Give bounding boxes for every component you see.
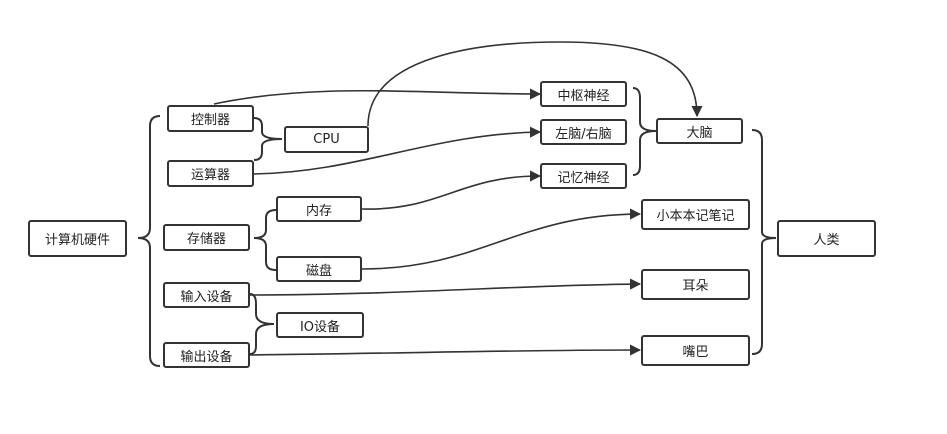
brace-cpu bbox=[253, 117, 283, 161]
brace-storage bbox=[253, 209, 277, 271]
node-left-right-brain[interactable]: 左脑/右脑 bbox=[540, 119, 627, 145]
brace-human bbox=[751, 129, 777, 355]
node-disk-label: 磁盘 bbox=[305, 263, 332, 279]
node-input-device-label: 输入设备 bbox=[180, 289, 233, 305]
node-human-label: 人类 bbox=[813, 233, 840, 248]
node-hardware-label: 计算机硬件 bbox=[44, 233, 110, 248]
node-alu-label: 运算器 bbox=[190, 168, 230, 183]
node-controller-label: 控制器 bbox=[190, 113, 230, 128]
node-notebook[interactable]: 小本本记笔记 bbox=[641, 199, 750, 230]
arrow-output-to-mouth bbox=[249, 344, 642, 356]
node-central-nerve[interactable]: 中枢神经 bbox=[540, 81, 627, 107]
node-cpu-label: CPU bbox=[313, 132, 340, 147]
node-brain-label: 大脑 bbox=[686, 125, 713, 141]
brace-hardware bbox=[137, 115, 161, 367]
node-ear-label: 耳朵 bbox=[682, 279, 709, 294]
node-memory-unit-label: 存储器 bbox=[186, 232, 226, 247]
node-memory-nerve[interactable]: 记忆神经 bbox=[540, 163, 627, 189]
node-notebook-label: 小本本记笔记 bbox=[656, 209, 735, 224]
node-ram-label: 内存 bbox=[305, 203, 332, 219]
node-memory-nerve-label: 记忆神经 bbox=[557, 170, 610, 186]
node-brain[interactable]: 大脑 bbox=[656, 118, 743, 144]
node-cpu[interactable]: CPU bbox=[284, 126, 369, 153]
node-ram[interactable]: 内存 bbox=[276, 196, 362, 222]
node-human[interactable]: 人类 bbox=[777, 220, 876, 257]
arrow-cpu-to-brain bbox=[367, 41, 703, 127]
node-hardware[interactable]: 计算机硬件 bbox=[28, 220, 127, 257]
node-io-device-label: IO设备 bbox=[299, 319, 341, 335]
brace-io bbox=[249, 293, 275, 355]
node-controller[interactable]: 控制器 bbox=[167, 105, 254, 132]
arrow-disk-to-notebook bbox=[361, 208, 642, 270]
node-io-device[interactable]: IO设备 bbox=[276, 312, 364, 338]
node-output-device-label: 输出设备 bbox=[180, 349, 233, 365]
node-mouth-label: 嘴巴 bbox=[682, 345, 709, 360]
node-alu[interactable]: 运算器 bbox=[167, 160, 254, 187]
node-input-device[interactable]: 输入设备 bbox=[163, 282, 250, 308]
arrow-alu-to-left-right-brain bbox=[253, 126, 542, 175]
node-disk[interactable]: 磁盘 bbox=[276, 256, 362, 282]
node-left-right-brain-label: 左脑/右脑 bbox=[555, 126, 612, 142]
node-output-device[interactable]: 输出设备 bbox=[163, 342, 250, 368]
arrow-ram-to-memory-nerve bbox=[361, 170, 542, 210]
node-memory-unit[interactable]: 存储器 bbox=[163, 224, 250, 251]
node-mouth[interactable]: 嘴巴 bbox=[641, 335, 750, 366]
node-central-nerve-label: 中枢神经 bbox=[557, 88, 610, 104]
brace-brain bbox=[632, 87, 657, 176]
node-ear[interactable]: 耳朵 bbox=[641, 269, 750, 300]
arrow-controller-to-central-nerve bbox=[213, 88, 542, 105]
arrow-input-to-ear bbox=[249, 278, 642, 296]
